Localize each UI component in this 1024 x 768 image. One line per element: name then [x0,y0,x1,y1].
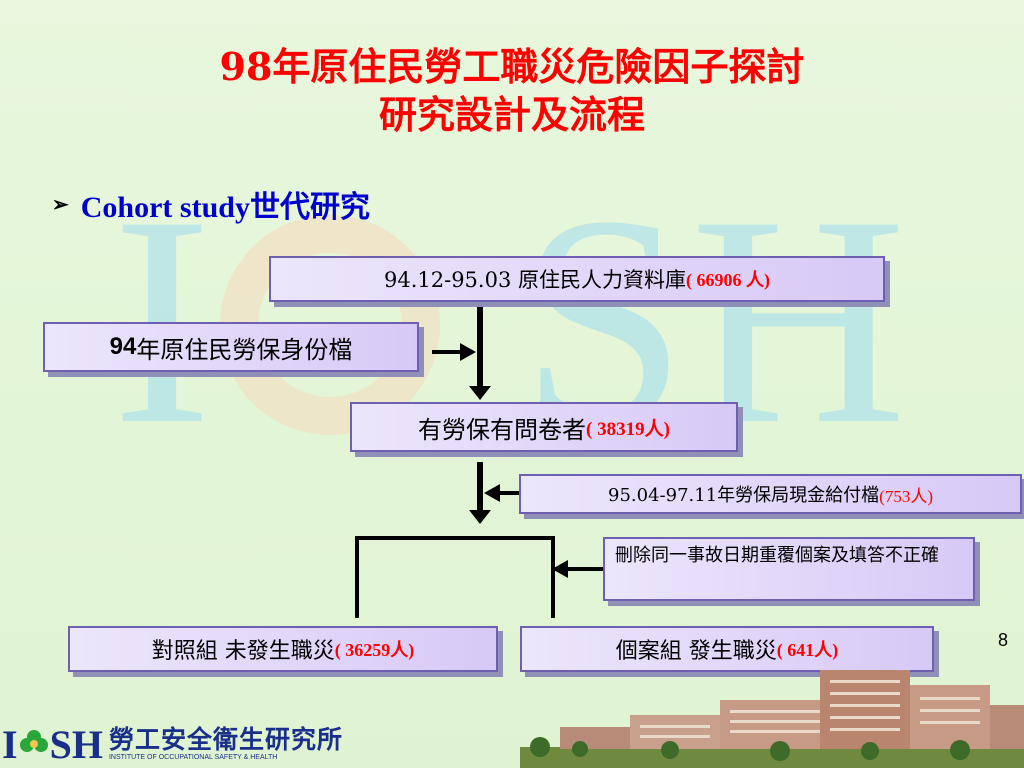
cash-benefit-count: (753人) [879,486,933,506]
insurance-file-prefix: 94 [109,333,137,360]
logo-letter-i: I [2,721,18,767]
watermark-letter-i: I [112,154,212,486]
arrow-down-icon-2 [469,510,491,524]
control-group-box: 對照組 未發生職災 ( 36259人) [68,626,498,672]
slide-title-line2: 研究設計及流程 [378,92,645,137]
connector-top-vertical [477,298,483,390]
questionnaire-box: 有勞保有問卷者 ( 38319人) [350,402,738,452]
split-bracket-left [355,536,359,618]
connector-mid-vertical [477,462,483,512]
iosh-logo: I SH 勞工安全衛生研究所 INSTITUTE OF OCCUPATIONAL… [2,720,343,768]
arrow-left-icon-2 [552,560,568,578]
org-name-en: INSTITUTE OF OCCUPATIONAL SAFETY & HEALT… [108,754,278,761]
cash-benefit-label: 95.04-97.11年勞保局現金給付檔 [608,485,880,506]
database-label: 94.12-95.03 原住民人力資料庫 [383,268,686,292]
split-bracket-right [551,536,555,618]
arrow-right-icon [460,343,476,361]
case-group-label: 個案組 發生職災 [615,639,777,664]
org-name-block: 勞工安全衛生研究所 INSTITUTE OF OCCUPATIONAL SAFE… [109,727,343,761]
questionnaire-count: ( 38319人) [586,418,670,440]
slide-title-line1: 98年原住民勞工職災危險因子探討 [219,44,805,89]
control-group-label: 對照組 未發生職災 [151,639,335,664]
questionnaire-label: 有勞保有問卷者 [418,415,587,444]
insurance-file-box: 94 年原住民勞保身份檔 [43,322,419,372]
cash-benefit-box: 95.04-97.11年勞保局現金給付檔 (753人) [519,474,1022,514]
control-group-count: ( 36259人) [334,640,415,660]
bullet-item: ➢ Cohort study世代研究 [52,182,370,226]
building-illustration [520,670,1024,768]
connector-exclusion-horizontal [566,567,604,571]
arrow-down-icon [469,386,491,400]
connector-cash-horizontal [498,491,520,495]
database-box: 94.12-95.03 原住民人力資料庫 ( 66906 人) [269,256,885,302]
org-name-cn: 勞工安全衛生研究所 [108,725,343,754]
clover-icon [19,730,48,752]
logo-letters-sh: SH [49,721,103,767]
bullet-arrow-icon: ➢ [52,193,69,216]
case-group-count: ( 641人) [776,640,839,660]
bullet-text: Cohort study世代研究 [80,191,370,224]
connector-left-horizontal [432,350,462,354]
arrow-left-icon [484,484,500,502]
exclusion-box: 刪除同一事故日期重覆個案及填答不正確 [603,537,975,601]
page-number: 8 [998,630,1009,650]
database-count: ( 66906 人) [686,270,770,290]
insurance-file-label: 年原住民勞保身份檔 [136,335,353,364]
exclusion-label: 刪除同一事故日期重覆個案及填答不正確 [615,545,939,566]
case-group-box: 個案組 發生職災 ( 641人) [520,626,934,672]
split-bracket-top [355,536,555,540]
